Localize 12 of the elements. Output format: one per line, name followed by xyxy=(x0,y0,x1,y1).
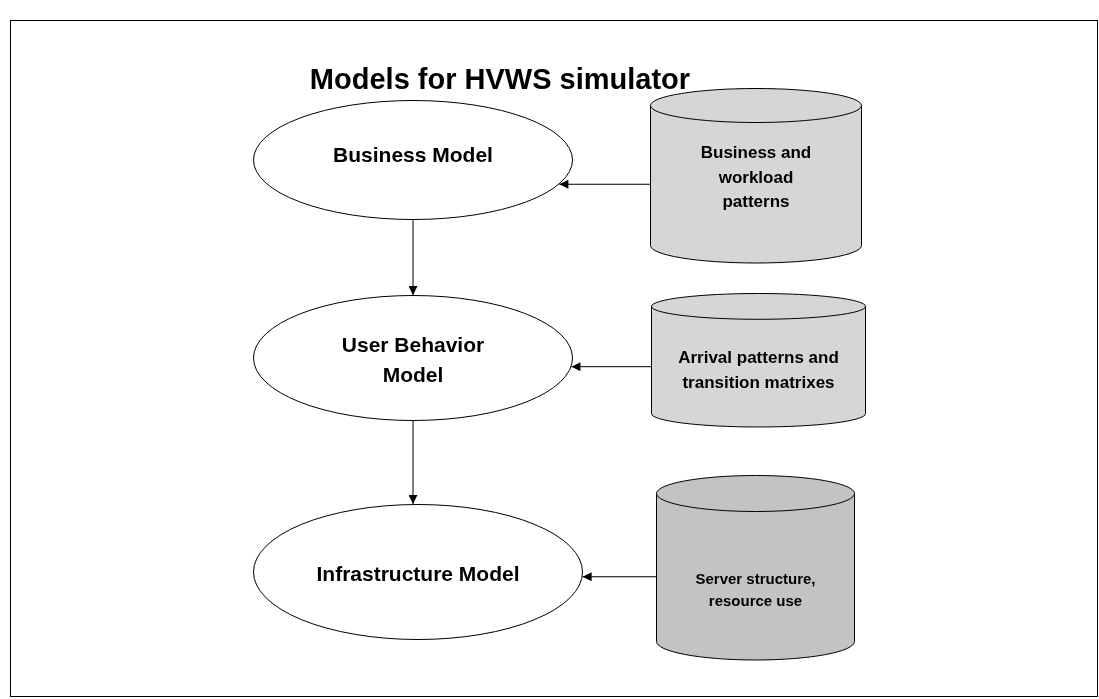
model-label: Business Model xyxy=(333,141,493,168)
arrow xyxy=(408,420,418,505)
data-source-label: Arrival patterns and transition matrixes xyxy=(677,347,840,394)
arrow xyxy=(408,219,418,296)
data-source-label: Business and workload patterns xyxy=(699,142,813,214)
model-label: Infrastructure Model xyxy=(316,560,520,587)
arrow xyxy=(558,179,651,189)
data-source-label: Server structure, resource use xyxy=(694,569,817,611)
model-label: User Behavior Model xyxy=(340,331,486,388)
diagram-title: Models for HVWS simulator xyxy=(308,62,692,96)
arrow xyxy=(570,362,652,372)
arrow xyxy=(582,572,657,582)
